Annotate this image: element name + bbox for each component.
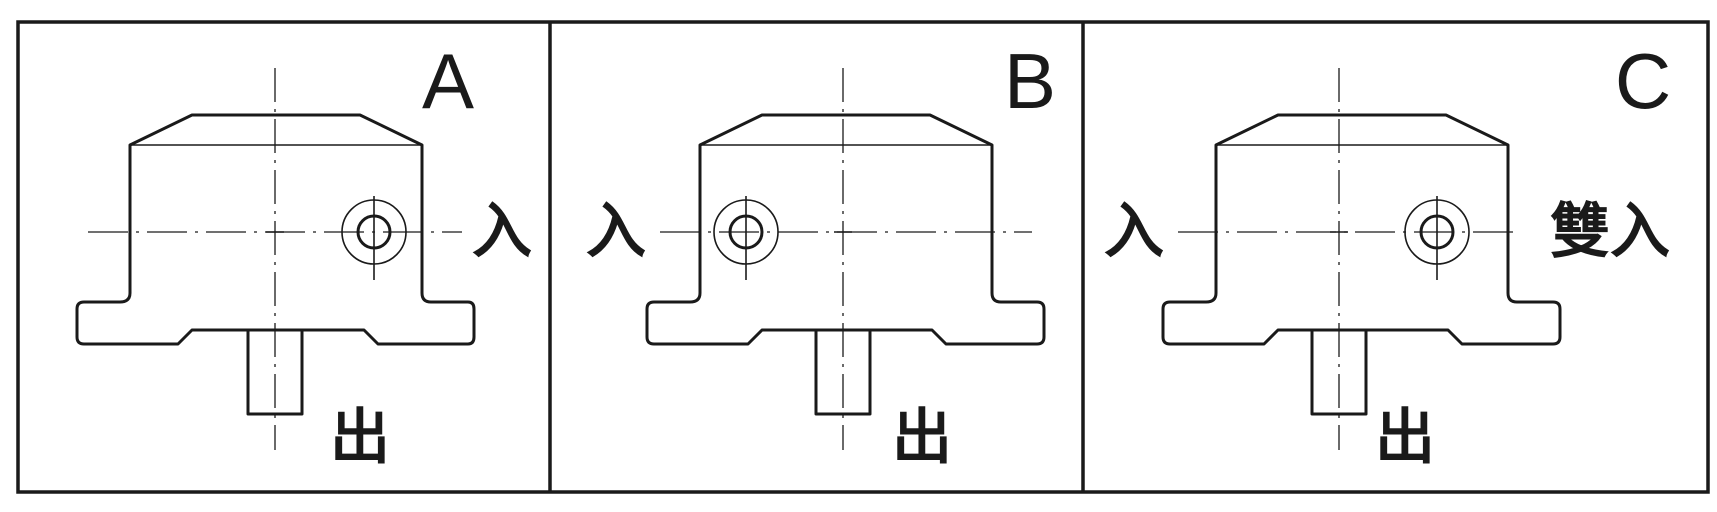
- port-label-left: 入: [586, 197, 646, 267]
- outlet-stem: [1310, 328, 1368, 416]
- port-label-right: 雙入: [1550, 197, 1670, 267]
- port-label-bottom: 出: [892, 403, 952, 473]
- valve-body: [645, 113, 1046, 346]
- valve-body: [75, 113, 476, 346]
- port-outer-ring: [1404, 199, 1470, 265]
- panel-b: B 入 出: [586, 37, 1056, 473]
- outlet-stem: [814, 328, 872, 416]
- port-hole: [356, 214, 392, 250]
- outer-frame: [16, 20, 1710, 494]
- panel-label: C: [1615, 37, 1671, 125]
- panel-a: A 入 出: [75, 37, 532, 473]
- valve-body: [1161, 113, 1562, 346]
- port-label-left: 入: [1104, 197, 1164, 267]
- outlet-stem: [246, 328, 304, 416]
- port-label-bottom: 出: [330, 403, 390, 473]
- port-hole: [1419, 214, 1455, 250]
- port-label-bottom: 出: [1375, 403, 1435, 473]
- panel-label: B: [1004, 37, 1056, 125]
- port-label-right: 入: [472, 197, 532, 267]
- panel-label: A: [422, 37, 474, 125]
- port-hole: [728, 214, 764, 250]
- panel-c: C 入 雙入 出: [1104, 37, 1671, 473]
- port-outer-ring: [713, 199, 779, 265]
- port-outer-ring: [341, 199, 407, 265]
